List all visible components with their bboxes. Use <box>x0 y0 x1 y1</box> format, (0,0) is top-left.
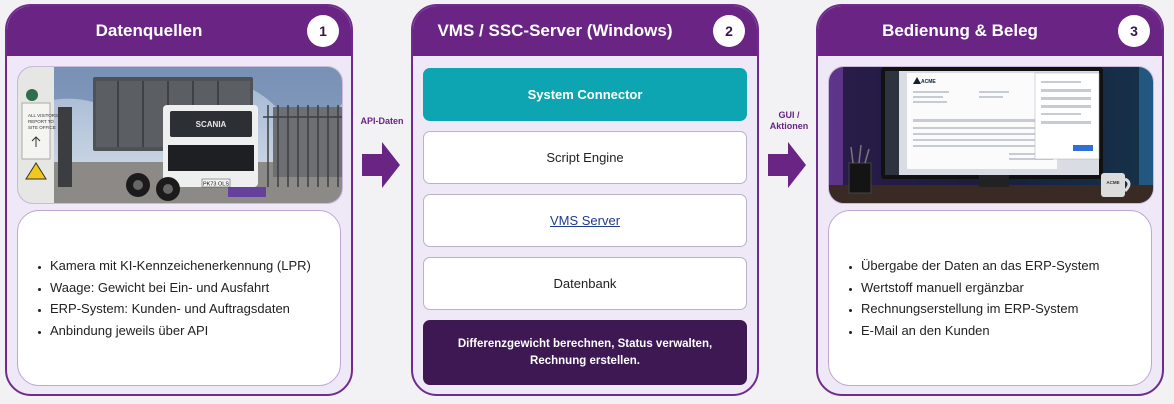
system-connector-box: System Connector <box>423 68 747 121</box>
vms-server-box: VMS Server <box>423 194 747 247</box>
vms-server-link[interactable]: VMS Server <box>549 213 621 228</box>
panel-data-sources: Datenquellen 1 <box>5 4 353 396</box>
list-item: Waage: Gewicht bei Ein- und Ausfahrt <box>50 277 326 299</box>
arrow-label-gui: GUI / Aktionen <box>759 110 819 132</box>
panel-server: VMS / SSC-Server (Windows) 2 System Conn… <box>411 4 759 396</box>
step-number-badge: 2 <box>713 15 745 47</box>
list-item: E-Mail an den Kunden <box>861 320 1137 342</box>
monitor-photo-illustration: ACME <box>829 67 1153 203</box>
panel-title: Bedienung & Beleg <box>882 21 1038 40</box>
arrow-label-line: GUI / <box>778 110 800 120</box>
truck-photo-illustration: ALL VISITORS REPORT TO SITE OFFICE SCANI… <box>18 67 342 203</box>
sign-text-3: SITE OFFICE <box>28 125 56 130</box>
truck-brand: SCANIA <box>196 120 227 129</box>
step-number-badge: 3 <box>1118 15 1150 47</box>
truck-scale-photo: ALL VISITORS REPORT TO SITE OFFICE SCANI… <box>17 66 343 204</box>
panel-title: Datenquellen <box>95 21 203 40</box>
script-engine-box: Script Engine <box>423 131 747 184</box>
sign-text-2: REPORT TO <box>28 119 54 124</box>
arrow-label-line: Aktionen <box>769 121 809 131</box>
panel-title: VMS / SSC-Server (Windows) <box>437 21 673 40</box>
screen-logo: ACME <box>921 79 936 85</box>
arrow-right-icon <box>768 142 806 188</box>
operation-list: Übergabe der Daten an das ERP-System Wer… <box>828 210 1152 386</box>
step-number-badge: 1 <box>307 15 339 47</box>
data-sources-list: Kamera mit KI-Kennzeichenerkennung (LPR)… <box>17 210 341 386</box>
arrow-right-icon <box>362 142 400 188</box>
panel-header: VMS / SSC-Server (Windows) 2 <box>413 6 757 56</box>
workstation-photo: ACME <box>828 66 1154 204</box>
panel-operation: Bedienung & Beleg 3 ACME <box>816 4 1164 396</box>
database-box: Datenbank <box>423 257 747 310</box>
list-item: ERP-System: Kunden- und Auftragsdaten <box>50 298 326 320</box>
panel-header: Bedienung & Beleg 3 <box>818 6 1162 56</box>
list-item: Wertstoff manuell ergänzbar <box>861 277 1137 299</box>
panel-header: Datenquellen 1 <box>7 6 351 56</box>
license-plate: PK73 OLS <box>203 182 229 188</box>
list-item: Anbindung jeweils über API <box>50 320 326 342</box>
sign-text-1: ALL VISITORS <box>28 113 58 118</box>
list-item: Kamera mit KI-Kennzeichenerkennung (LPR) <box>50 255 326 277</box>
list-item: Übergabe der Daten an das ERP-System <box>861 255 1137 277</box>
list-item: Rechnungserstellung im ERP-System <box>861 298 1137 320</box>
processing-action-box: Differenzgewicht berechnen, Status verwa… <box>423 320 747 385</box>
arrow-label-api: API-Daten <box>360 116 404 126</box>
mug-logo: ACME <box>1106 180 1119 185</box>
